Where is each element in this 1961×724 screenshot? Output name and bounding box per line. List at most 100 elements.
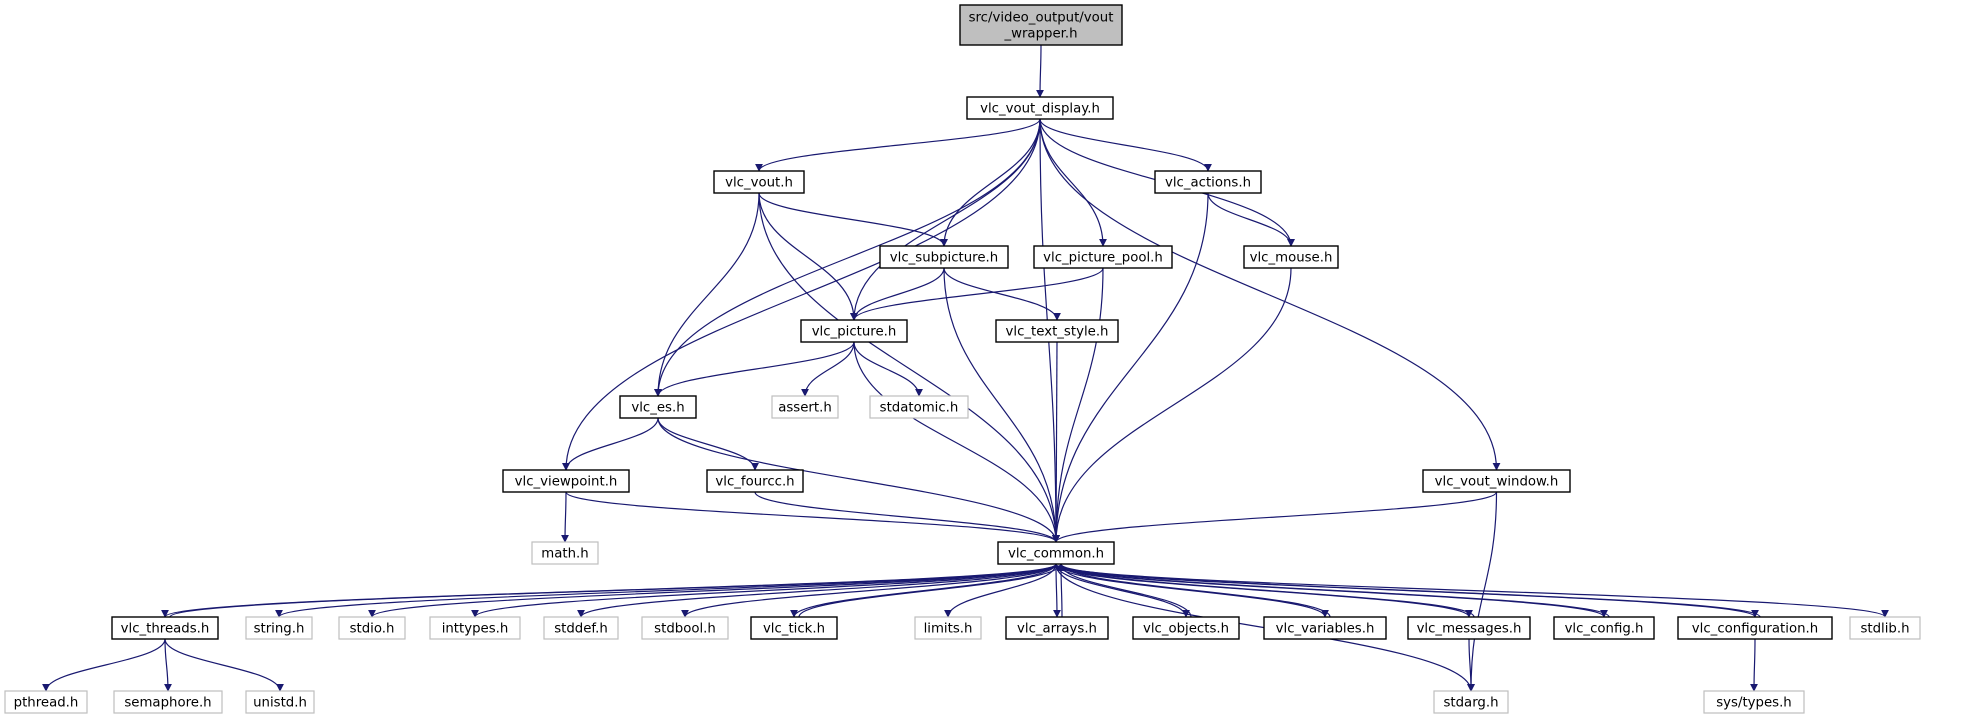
edge-vlc_picture_pool-to-vlc_picture	[850, 267, 1104, 321]
node-stdatomic: stdatomic.h	[869, 395, 969, 419]
node-label: vlc_vout_display.h	[980, 102, 1100, 117]
node-box	[1033, 245, 1173, 269]
edge-vlc_threads-to-unistd	[164, 638, 284, 692]
node-vlc-variables[interactable]: vlc_variables.h	[1263, 616, 1387, 640]
edge-vlc_actions-to-vlc_mouse	[1207, 192, 1295, 247]
node-vlc-tick[interactable]: vlc_tick.h	[750, 616, 838, 640]
node-box	[429, 616, 521, 640]
node-vlc-vout-window[interactable]: vlc_vout_window.h	[1422, 469, 1571, 493]
node-vlc-vout-display[interactable]: vlc_vout_display.h	[966, 96, 1114, 120]
node-math: math.h	[531, 541, 599, 565]
node-vlc-actions[interactable]: vlc_actions.h	[1154, 170, 1262, 194]
node-vlc-mouse[interactable]: vlc_mouse.h	[1243, 245, 1339, 269]
node-vlc-threads[interactable]: vlc_threads.h	[111, 616, 219, 640]
node-stdarg: stdarg.h	[1433, 690, 1509, 714]
node-limits: limits.h	[914, 616, 982, 640]
node-box	[1154, 170, 1262, 194]
node-label: vlc_common.h	[1008, 547, 1104, 562]
node-label: vlc_text_style.h	[1006, 325, 1109, 340]
node-label: string.h	[254, 622, 305, 637]
node-label: vlc_picture_pool.h	[1043, 251, 1163, 266]
edge-vlc_mouse-to-vlc_common	[1052, 267, 1292, 543]
node-box	[531, 541, 599, 565]
node-stddef: stddef.h	[543, 616, 619, 640]
node-box	[641, 616, 729, 640]
node-vlc-configuration[interactable]: vlc_configuration.h	[1677, 616, 1833, 640]
edge-vlc_subpicture-to-vlc_text_style	[943, 267, 1061, 321]
node-vlc-arrays[interactable]: vlc_arrays.h	[1005, 616, 1109, 640]
node-box	[959, 4, 1123, 46]
node-label: vlc_variables.h	[1276, 622, 1375, 637]
node-vlc-fourcc[interactable]: vlc_fourcc.h	[706, 469, 804, 493]
node-label: vlc_objects.h	[1143, 622, 1229, 637]
node-vout-wrapper[interactable]: src/video_output/vout_wrapper.h	[959, 4, 1123, 46]
edge-vlc_configuration-to-vlc_common	[1057, 563, 1761, 618]
edge-vlc_subpicture-to-vlc_picture	[850, 267, 945, 321]
edge-vlc_messages-to-vlc_common	[1057, 563, 1475, 618]
node-box	[997, 541, 1115, 565]
node-label: stdatomic.h	[880, 401, 959, 416]
edge-vlc_common-to-stdbool	[681, 563, 1057, 618]
edge-vlc_vout_display-to-vlc_vout	[755, 118, 1041, 172]
node-vlc-picture-pool[interactable]: vlc_picture_pool.h	[1033, 245, 1173, 269]
node-label: vlc_viewpoint.h	[515, 475, 618, 490]
node-vlc-subpicture[interactable]: vlc_subpicture.h	[879, 245, 1009, 269]
node-vlc-messages[interactable]: vlc_messages.h	[1407, 616, 1531, 640]
edge-vlc_text_style-to-vlc_common	[1052, 341, 1061, 543]
node-label: vlc_picture.h	[812, 325, 897, 340]
node-layer: src/video_output/vout_wrapper.h vlc_vout_…	[4, 4, 1921, 714]
node-box	[966, 96, 1114, 120]
edge-vlc_messages-to-stdarg	[1466, 638, 1475, 692]
edge-vlc_es-to-vlc_viewpoint	[562, 417, 659, 471]
edge-vlc_picture-to-assert	[801, 341, 855, 397]
edge-vlc_viewpoint-to-math	[561, 491, 570, 543]
edge-vlc_threads-to-semaphore	[163, 638, 172, 692]
node-box	[1005, 616, 1109, 640]
node-label: vlc_fourcc.h	[715, 475, 794, 490]
node-label: vlc_tick.h	[763, 622, 825, 637]
edge-vlc_vout_display-to-vlc_subpicture	[940, 118, 1041, 247]
edge-vlc_picture-to-vlc_common	[853, 341, 1060, 543]
edge-vlc_vout_display-to-vlc_actions	[1039, 118, 1212, 172]
edge-vlc_configuration-to-sys_types	[1750, 638, 1759, 692]
node-box	[543, 616, 619, 640]
edge-vlc_vout_display-to-vlc_vout_window	[1039, 118, 1501, 471]
node-box	[1849, 616, 1921, 640]
node-vlc-viewpoint[interactable]: vlc_viewpoint.h	[502, 469, 630, 493]
node-stdio: stdio.h	[338, 616, 406, 640]
node-vlc-common[interactable]: vlc_common.h	[997, 541, 1115, 565]
node-label: vlc_es.h	[631, 401, 684, 416]
node-box	[1263, 616, 1387, 640]
edge-vout_wrapper-to-vlc_vout_display	[1036, 44, 1045, 98]
node-assert: assert.h	[771, 395, 839, 419]
edge-vlc_common-to-string	[275, 563, 1057, 618]
node-box	[619, 395, 697, 419]
edge-vlc_vout-to-vlc_picture	[758, 192, 858, 321]
node-box	[1407, 616, 1531, 640]
edge-vlc_common-to-stdio	[368, 563, 1057, 618]
node-vlc-vout[interactable]: vlc_vout.h	[713, 170, 805, 194]
node-vlc-config[interactable]: vlc_config.h	[1553, 616, 1655, 640]
node-box	[706, 469, 804, 493]
node-vlc-text-style[interactable]: vlc_text_style.h	[995, 319, 1119, 343]
node-label: vlc_arrays.h	[1017, 622, 1097, 637]
edge-vlc_fourcc-to-vlc_common	[754, 491, 1060, 543]
edge-vlc_threads-to-pthread	[42, 638, 166, 692]
node-label: _wrapper.h	[1003, 27, 1077, 42]
node-label: vlc_threads.h	[121, 622, 210, 637]
node-box	[771, 395, 839, 419]
node-stdbool: stdbool.h	[641, 616, 729, 640]
edge-vlc_vout-to-vlc_subpicture	[758, 192, 948, 247]
edge-vlc_subpicture-to-vlc_common	[943, 267, 1060, 543]
node-box	[1422, 469, 1571, 493]
node-label: vlc_actions.h	[1165, 176, 1251, 191]
node-vlc-picture[interactable]: vlc_picture.h	[800, 319, 908, 343]
node-box	[245, 690, 315, 714]
node-label: vlc_mouse.h	[1250, 251, 1333, 266]
edge-vlc_common-to-stddef	[577, 563, 1057, 618]
node-vlc-objects[interactable]: vlc_objects.h	[1132, 616, 1240, 640]
node-vlc-es[interactable]: vlc_es.h	[619, 395, 697, 419]
node-box	[338, 616, 406, 640]
node-label: stdlib.h	[1860, 622, 1909, 637]
edge-vlc_objects-to-vlc_common	[1057, 563, 1192, 618]
